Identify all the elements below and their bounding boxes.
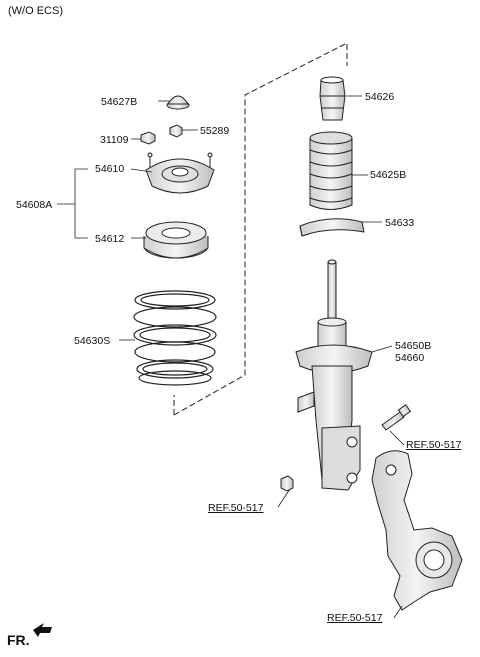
bump-stopper-part [319, 76, 346, 121]
dust-cap-part [166, 95, 190, 110]
part-label-54626: 54626 [365, 91, 395, 103]
flange-nut-part [280, 475, 294, 492]
part-label-54625b: 54625B [370, 169, 407, 181]
part-label-31109: 31109 [100, 134, 129, 146]
strut-assembly-part [295, 259, 373, 491]
part-label-55289: 55289 [200, 125, 230, 137]
bolt-part [381, 404, 412, 431]
part-label-54627b: 54627B [101, 96, 138, 108]
variant-header: (W/O ECS) [8, 5, 63, 17]
ref-link-right[interactable]: REF.50-517 [406, 439, 462, 451]
front-direction-label: FR. [7, 632, 30, 648]
bearing-part [143, 221, 209, 259]
ref-link-bottom[interactable]: REF.50-517 [327, 612, 383, 624]
assembly-dashed-line [173, 42, 348, 416]
strut-mount-part [145, 152, 215, 194]
coil-spring-part [133, 290, 217, 386]
part-label-54630s: 54630S [74, 335, 111, 347]
spring-pad-part [299, 218, 365, 237]
part-label-54633: 54633 [385, 217, 415, 229]
part-label-54650b: 54650B [395, 340, 432, 352]
ref-link-left[interactable]: REF.50-517 [208, 502, 264, 514]
dust-cover-part [309, 131, 353, 210]
part-label-54660: 54660 [395, 352, 425, 364]
part-label-54608a: 54608A [16, 199, 53, 211]
knuckle-part [371, 450, 463, 611]
nut-part [140, 131, 156, 145]
part-label-54612: 54612 [95, 233, 125, 245]
part-label-54610: 54610 [95, 163, 125, 175]
front-arrow-icon [33, 623, 52, 637]
lock-nut-part [169, 124, 183, 138]
leader-lines [57, 95, 405, 619]
